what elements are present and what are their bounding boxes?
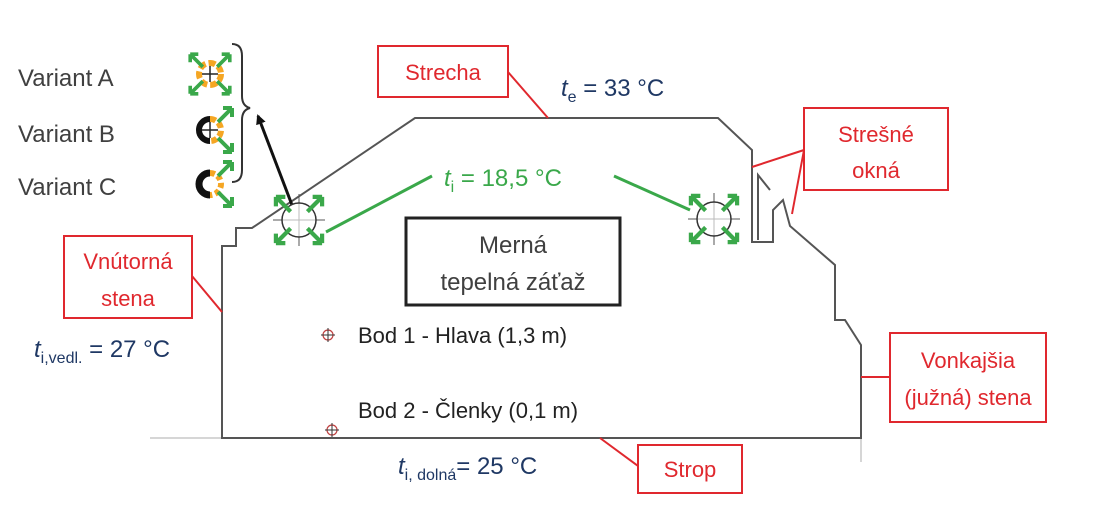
stresne-leader-1 bbox=[751, 149, 805, 168]
vonkajsia-label-2: (južná) stena bbox=[904, 385, 1032, 410]
te-label: te = 33 °C bbox=[561, 75, 664, 106]
stresne-leader-2 bbox=[791, 149, 805, 215]
vnutorna-leader bbox=[191, 275, 223, 313]
ti-line-right bbox=[613, 174, 691, 212]
merna-line-1: Merná bbox=[479, 232, 548, 259]
variant-b-icon bbox=[196, 106, 234, 154]
variant-c-label: Variant C bbox=[18, 174, 116, 201]
variant-a-label: Variant A bbox=[18, 65, 114, 92]
vonkajsia-label-1: Vonkajšia bbox=[921, 348, 1016, 373]
ti-line-left bbox=[325, 174, 433, 234]
tivedl-label: ti,vedl. = 27 °C bbox=[34, 336, 170, 367]
tidolna-label: ti, dolná= 25 °C bbox=[398, 453, 537, 484]
strop-label: Strop bbox=[664, 457, 717, 482]
vnutorna-label-1: Vnútorná bbox=[83, 249, 173, 274]
point-2-label: Bod 2 - Členky (0,1 m) bbox=[358, 398, 578, 423]
vonkajsia-box bbox=[889, 332, 1047, 423]
strecha-label: Strecha bbox=[405, 60, 482, 85]
merna-box bbox=[404, 216, 622, 307]
strecha-leader bbox=[507, 71, 549, 119]
right-diffuser-icon bbox=[688, 193, 740, 245]
variant-brace bbox=[231, 43, 251, 183]
left-diffuser-icon bbox=[273, 194, 325, 246]
stresne-label-1: Strešné bbox=[838, 122, 914, 147]
room-outline bbox=[221, 117, 862, 439]
strecha-box bbox=[377, 45, 509, 98]
point-1-marker bbox=[321, 328, 335, 342]
variant-pointer-arrow bbox=[256, 114, 294, 206]
strop-box bbox=[637, 444, 743, 494]
merna-line-2: tepelná záťaž bbox=[440, 269, 585, 296]
point-2-marker bbox=[325, 423, 339, 437]
variant-a-icon bbox=[188, 52, 232, 96]
roof-window-cavity bbox=[757, 172, 771, 240]
stresne-label-2: okná bbox=[852, 158, 900, 183]
stresne-okna-box bbox=[803, 107, 949, 191]
vnutorna-label-2: stena bbox=[101, 286, 156, 311]
variant-b-label: Variant B bbox=[18, 121, 115, 148]
strop-leader bbox=[599, 437, 639, 467]
variant-c-icon bbox=[195, 160, 234, 208]
point-1-label: Bod 1 - Hlava (1,3 m) bbox=[358, 323, 567, 348]
ti-label: ti = 18,5 °C bbox=[444, 165, 562, 196]
